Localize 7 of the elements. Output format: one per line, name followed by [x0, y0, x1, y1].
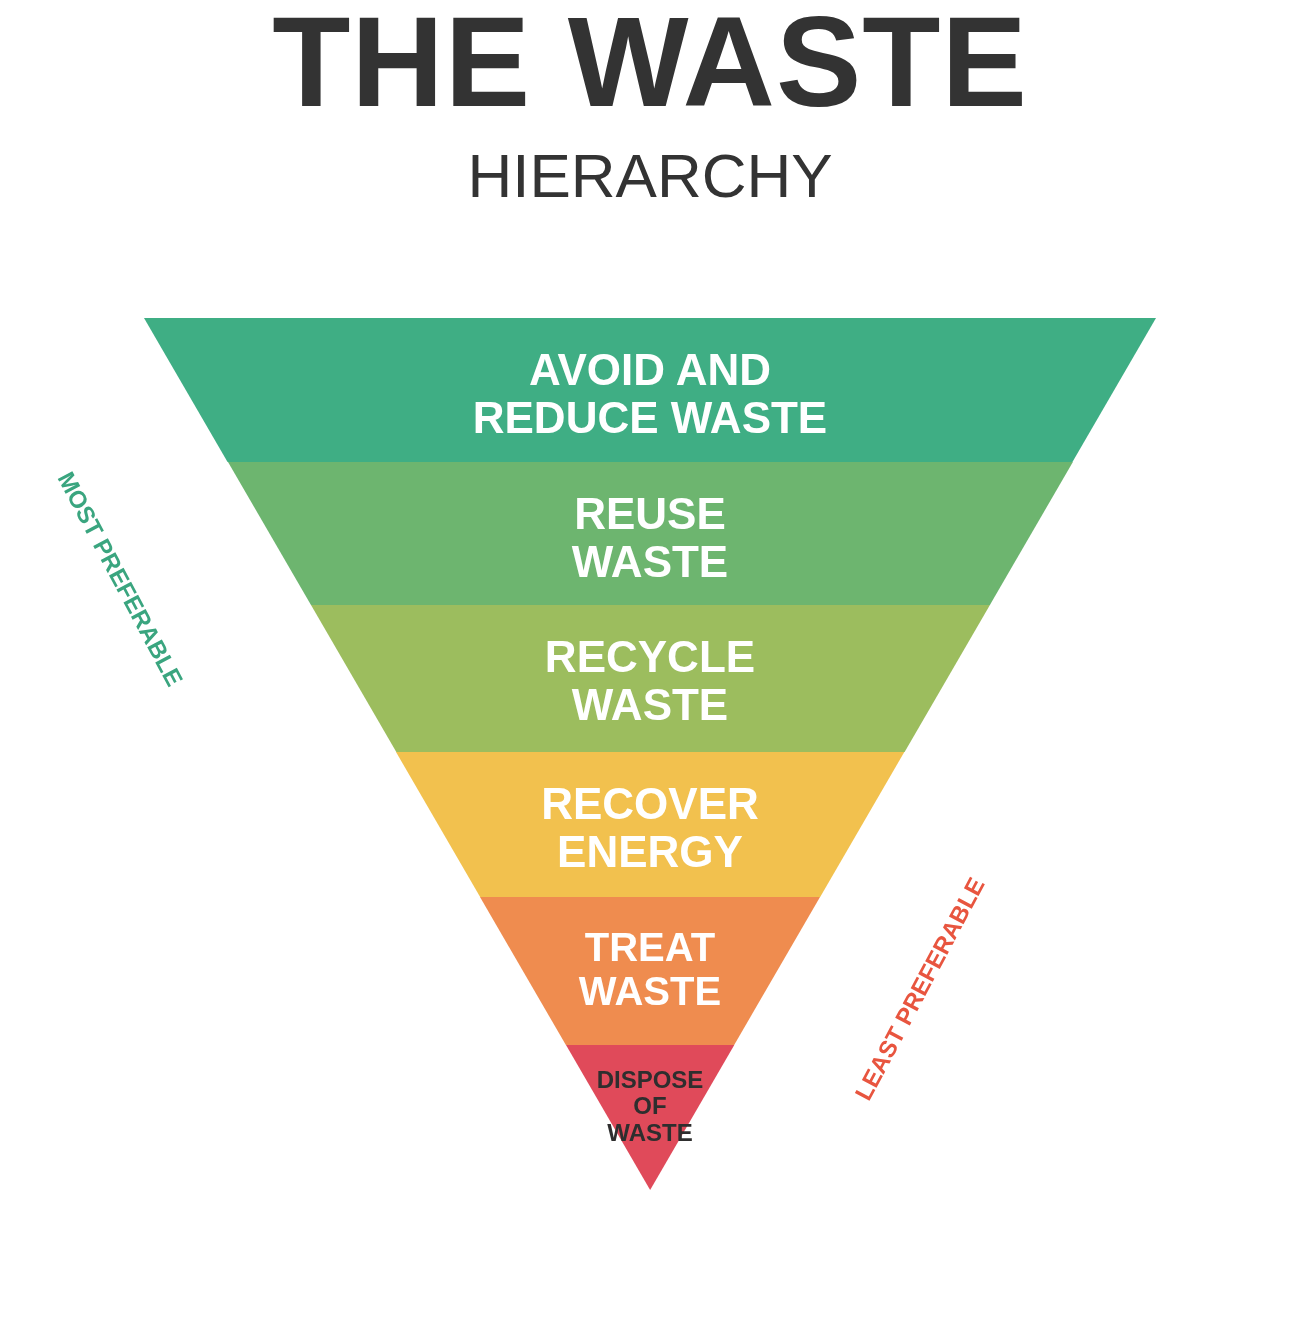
title: THE WASTE — [271, 0, 1029, 135]
band-label: RECYCLE WASTE — [543, 633, 757, 730]
band-label: TREAT WASTE — [577, 925, 723, 1013]
band-label: RECOVER ENERGY — [540, 780, 760, 877]
band-label: REUSE WASTE — [570, 490, 730, 587]
band-label: AVOID AND REDUCE WASTE — [471, 346, 829, 443]
subtitle: HIERARCHY — [466, 140, 834, 211]
